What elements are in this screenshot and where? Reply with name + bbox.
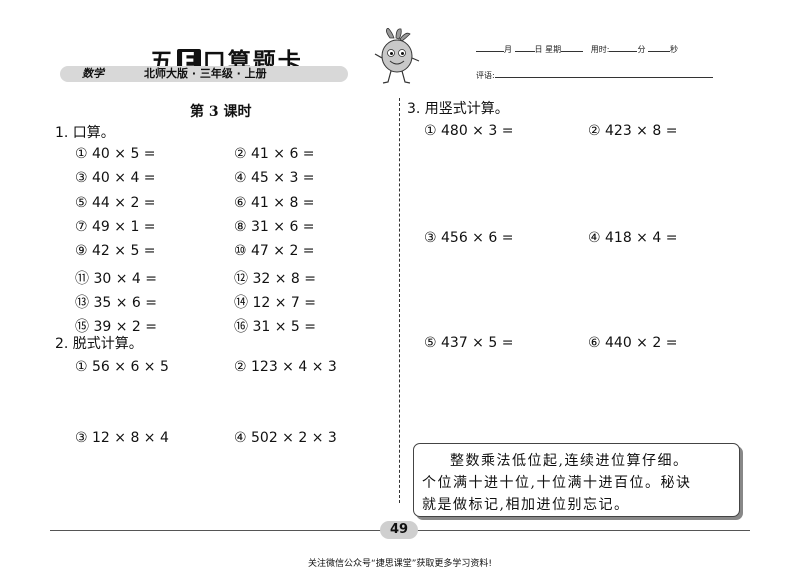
section1-problem: ① 40 × 5 = <box>75 146 156 162</box>
tip-line-1: 整数乘法低位起,连续进位算仔细。 <box>450 453 689 469</box>
edition-label: 北师大版 · 三年级 · 上册 <box>144 67 267 80</box>
section1-problem: ③ 40 × 4 = <box>75 170 156 187</box>
section3-problem-3: ③ 456 × 6 = <box>424 230 514 246</box>
tip-line-3: 就是做标记,相加进位别忘记。 <box>422 497 630 513</box>
section2-problem-3: ③ 12 × 8 × 4 <box>75 430 169 446</box>
tip-box: 整数乘法低位起,连续进位算仔细。 个位满十进十位,十位满十进百位。秘诀 就是做标… <box>413 443 740 517</box>
section3-problem-1: ① 480 × 3 = <box>424 123 514 139</box>
subject-label: 数学 <box>82 67 104 80</box>
section3-problem-6: ⑥ 440 × 2 = <box>588 335 678 351</box>
section1-problem: ⑧ 31 × 6 = <box>234 218 315 235</box>
section3-heading: 3. 用竖式计算。 <box>407 101 509 117</box>
section1-heading: 1. 口算。 <box>55 125 115 141</box>
tip-line-2: 个位满十进十位,十位满十进百位。秘诀 <box>422 475 692 491</box>
section3-problem-4: ④ 418 × 4 = <box>588 230 678 246</box>
radish-mascot-icon <box>374 28 420 84</box>
section2-problem-2: ② 123 × 4 × 3 <box>234 359 337 375</box>
section1-problem: ⑪ 30 × 4 = <box>75 270 157 287</box>
section3-problem-5: ⑤ 437 × 5 = <box>424 335 514 351</box>
section1-problem: ⑮ 39 × 2 = <box>75 319 157 336</box>
section1-problem: ⑦ 49 × 1 = <box>75 218 156 235</box>
section1-problem: ⑫ 32 × 8 = <box>234 270 316 287</box>
section3-problem-2: ② 423 × 8 = <box>588 123 678 139</box>
section1-problem: ⑤ 44 × 2 = <box>75 194 156 211</box>
section1-problem: ④ 45 × 3 = <box>234 170 315 187</box>
column-divider <box>399 98 400 503</box>
section1-problem: ② 41 × 6 = <box>234 146 315 162</box>
section2-heading: 2. 脱式计算。 <box>55 336 143 352</box>
section1-problem: ⑩ 47 × 2 = <box>234 243 315 260</box>
section2-problem-1: ① 56 × 6 × 5 <box>75 359 169 375</box>
section1-problem: ⑬ 35 × 6 = <box>75 294 157 311</box>
footer-note: 关注微信公众号“捷思课堂”获取更多学习资料! <box>308 559 492 569</box>
page-number: 49 <box>380 521 418 539</box>
comment-line: 评语: <box>476 69 713 81</box>
lesson-title: 第 3 课时 <box>190 104 252 120</box>
section1-problem: ⑥ 41 × 8 = <box>234 194 315 211</box>
subject-bar: 数学 北师大版 · 三年级 · 上册 <box>60 66 348 82</box>
section1-problem: ⑭ 12 × 7 = <box>234 294 316 311</box>
section2-problem-4: ④ 502 × 2 × 3 <box>234 430 337 446</box>
section1-problem: ⑯ 31 × 5 = <box>234 319 316 336</box>
section1-problem: ⑨ 42 × 5 = <box>75 243 156 260</box>
date-line: 月 日 星期 用时:分 秒 <box>476 43 678 55</box>
